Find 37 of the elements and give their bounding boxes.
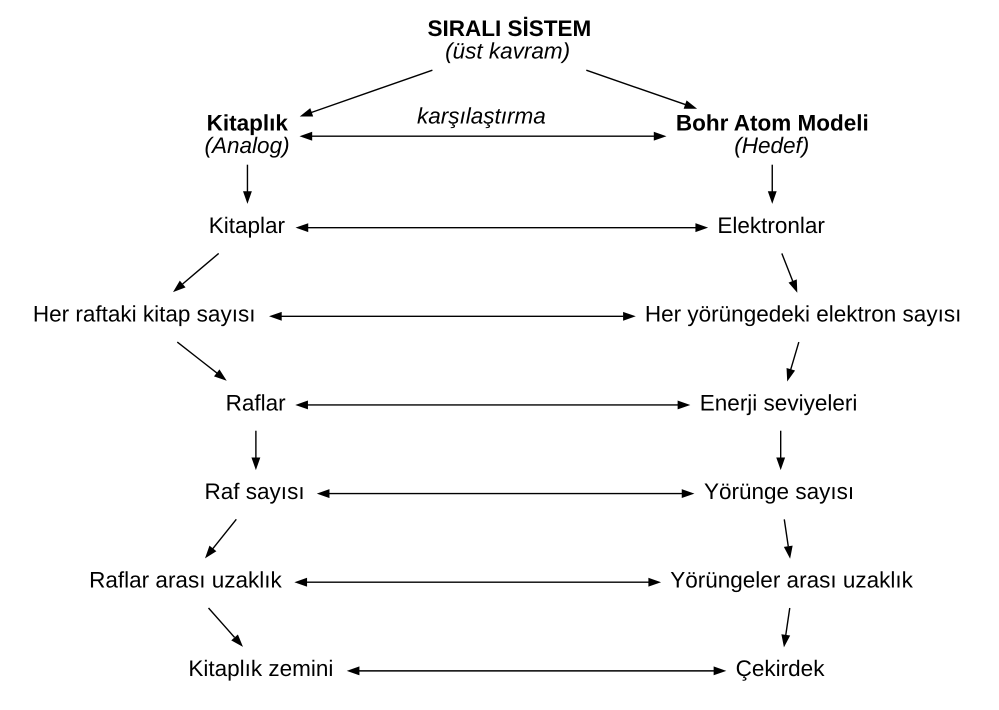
arrow — [176, 342, 226, 381]
arrow — [780, 608, 790, 648]
node-text: Raflar — [225, 390, 286, 416]
node-text: Kitaplık (Analog) — [204, 110, 290, 158]
arrow — [268, 312, 636, 321]
arrow — [299, 132, 666, 141]
node-text: Elektronlar — [716, 213, 824, 238]
arrow — [780, 253, 797, 293]
arrow — [776, 430, 785, 470]
arrow — [294, 400, 690, 410]
node-text: Kitaplar — [208, 213, 285, 238]
arrow — [786, 342, 799, 382]
arrow — [242, 164, 252, 204]
node-text: Her raftaki kitap sayısı — [32, 302, 255, 327]
arrow — [586, 70, 697, 109]
arrow — [250, 430, 260, 470]
node-text: Kitaplık zemini — [188, 656, 333, 682]
arrow — [767, 164, 776, 204]
arrow — [299, 70, 432, 117]
arrow — [208, 608, 242, 647]
arrow — [204, 518, 236, 558]
node-text: Yörüngeler arası uzaklık — [670, 568, 912, 593]
arrow — [346, 666, 726, 676]
node-text: Enerji seviyeleri — [699, 390, 857, 416]
arrow — [294, 578, 661, 587]
arrow — [295, 223, 708, 232]
node-text: Raflar arası uzaklık — [88, 568, 282, 593]
node-text: Her yörüngedeki elektron sayısı — [644, 302, 961, 327]
edge-label: karşılaştırma — [416, 103, 546, 128]
arrow — [172, 252, 219, 292]
node-text: Çekirdek — [735, 656, 824, 682]
arrow — [783, 519, 792, 559]
node-text: Yörünge sayısı — [704, 478, 854, 504]
node-text: Raf sayısı — [204, 478, 304, 504]
node-text: SIRALI SİSTEM (üst kavram) — [427, 16, 591, 64]
node-text: Bohr Atom Modeli (Hedef) — [675, 110, 868, 158]
arrow — [316, 489, 694, 498]
